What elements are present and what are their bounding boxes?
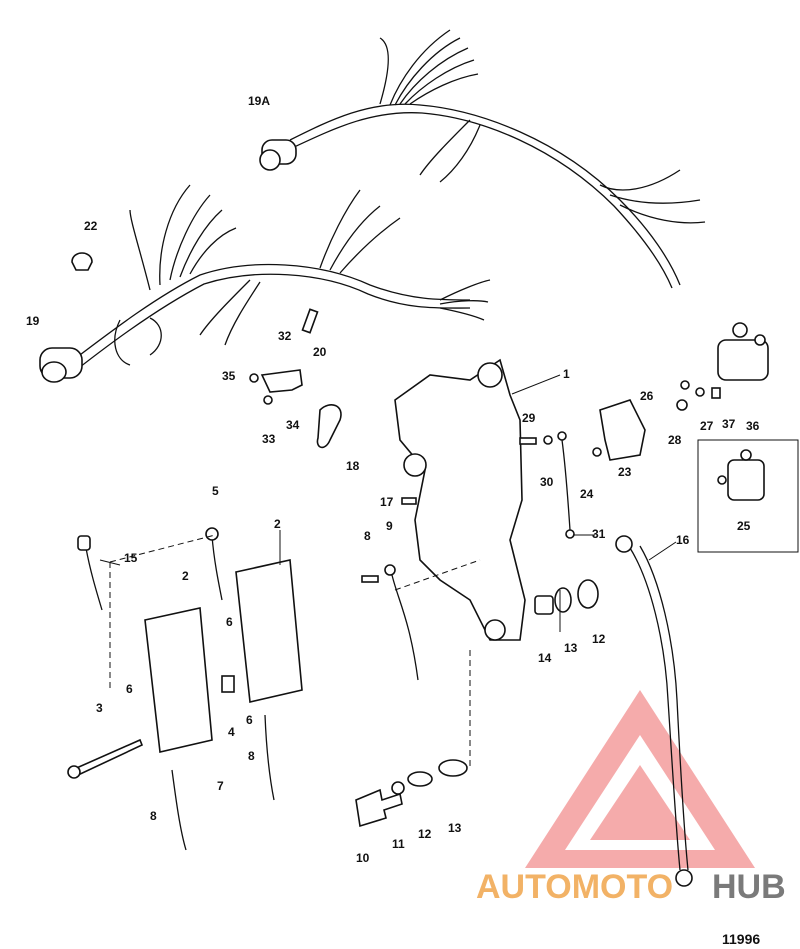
screw-37 bbox=[711, 387, 721, 399]
label-34: 34 bbox=[286, 418, 300, 432]
label-6-c: 6 bbox=[246, 713, 253, 727]
label-13-lower: 13 bbox=[448, 821, 462, 835]
washer-12-lower bbox=[407, 771, 433, 787]
washer-12-upper bbox=[577, 579, 599, 609]
label-23: 23 bbox=[618, 465, 632, 479]
washer-27 bbox=[695, 387, 705, 397]
label-3: 3 bbox=[96, 701, 103, 715]
washer-13-upper bbox=[554, 587, 572, 613]
label-19a: 19A bbox=[248, 94, 270, 108]
label-6-a: 6 bbox=[126, 682, 133, 696]
label-5: 5 bbox=[212, 484, 219, 498]
label-28: 28 bbox=[668, 433, 682, 447]
label-18: 18 bbox=[346, 459, 360, 473]
label-12-lower: 12 bbox=[418, 827, 432, 841]
screw-8-center bbox=[361, 575, 379, 583]
label-2-right: 2 bbox=[274, 517, 281, 531]
washer-35 bbox=[249, 373, 259, 383]
label-8-a: 8 bbox=[150, 809, 157, 823]
label-31: 31 bbox=[592, 527, 606, 541]
plate-grommet-left bbox=[403, 453, 427, 477]
label-17: 17 bbox=[380, 495, 394, 509]
lead-5 bbox=[211, 535, 223, 601]
label-16: 16 bbox=[676, 533, 690, 547]
label-10: 10 bbox=[356, 851, 370, 865]
label-15: 15 bbox=[124, 551, 138, 565]
label-33: 33 bbox=[262, 432, 276, 446]
label-37: 37 bbox=[722, 417, 736, 431]
label-2-left: 2 bbox=[182, 569, 189, 583]
label-6-b: 6 bbox=[226, 615, 233, 629]
spacer-4 bbox=[221, 675, 235, 693]
washer-30 bbox=[543, 435, 553, 445]
ground-lead-9 bbox=[391, 574, 419, 681]
plate-grommet-top bbox=[477, 362, 503, 388]
label-8-b: 8 bbox=[248, 749, 255, 763]
clamp-18 bbox=[316, 404, 342, 449]
label-24: 24 bbox=[580, 487, 594, 501]
screw-29 bbox=[519, 437, 537, 445]
solenoid-25 bbox=[717, 449, 765, 501]
figure-number: 11996 bbox=[722, 931, 760, 947]
label-25: 25 bbox=[737, 519, 751, 533]
lead-15 bbox=[85, 547, 103, 611]
label-32: 32 bbox=[278, 329, 292, 343]
screw-17 bbox=[401, 497, 417, 505]
watermark-text-automoto: AUTOMOTO bbox=[476, 868, 673, 906]
lead-31 bbox=[561, 439, 571, 531]
lead-7-right bbox=[264, 714, 275, 801]
label-19: 19 bbox=[26, 314, 40, 328]
battery-cable-16 bbox=[629, 547, 681, 871]
switch-box-2-left bbox=[144, 607, 213, 753]
washer-26 bbox=[680, 380, 690, 390]
label-12-upper: 12 bbox=[592, 632, 606, 646]
label-35: 35 bbox=[222, 369, 236, 383]
cover-23 bbox=[599, 399, 646, 461]
label-7: 7 bbox=[217, 779, 224, 793]
label-1: 1 bbox=[563, 367, 570, 381]
bolt-10 bbox=[355, 788, 403, 828]
label-26: 26 bbox=[640, 389, 654, 403]
screw-33 bbox=[263, 395, 273, 405]
washer-24 bbox=[592, 447, 602, 457]
clip-22 bbox=[71, 252, 93, 271]
label-14: 14 bbox=[538, 651, 552, 665]
plate-grommet-bottom bbox=[484, 619, 506, 641]
lead-9-eyelet bbox=[384, 564, 396, 576]
label-13-upper: 13 bbox=[564, 641, 578, 655]
label-9: 9 bbox=[386, 519, 393, 533]
switch-box-2-right bbox=[235, 559, 303, 703]
connector-19-face bbox=[41, 361, 67, 383]
wiring-harness-19a bbox=[259, 29, 706, 289]
label-8-c: 8 bbox=[364, 529, 371, 543]
label-4: 4 bbox=[228, 725, 235, 739]
watermark-triangle-core bbox=[590, 765, 690, 840]
label-11: 11 bbox=[392, 837, 405, 851]
label-30: 30 bbox=[540, 475, 554, 489]
lockwasher-11 bbox=[391, 781, 405, 795]
bracket-32 bbox=[260, 369, 303, 393]
watermark-text-hub: HUB bbox=[712, 868, 786, 906]
watermark-logo bbox=[525, 690, 755, 868]
nut-28 bbox=[676, 399, 688, 411]
label-27: 27 bbox=[700, 419, 714, 433]
stud-20 bbox=[301, 308, 319, 334]
bolt-3 bbox=[70, 738, 144, 778]
spacer-14 bbox=[534, 595, 554, 615]
label-22: 22 bbox=[84, 219, 98, 233]
label-36: 36 bbox=[746, 419, 760, 433]
inset-box-25 bbox=[697, 439, 799, 553]
starter-solenoid-36 bbox=[717, 322, 769, 381]
connector-19a-face bbox=[259, 149, 281, 171]
label-20: 20 bbox=[313, 345, 327, 359]
wiring-harness-19 bbox=[39, 184, 491, 383]
lead-7-left bbox=[171, 769, 187, 851]
label-29: 29 bbox=[522, 411, 536, 425]
washer-13-lower bbox=[438, 759, 468, 777]
